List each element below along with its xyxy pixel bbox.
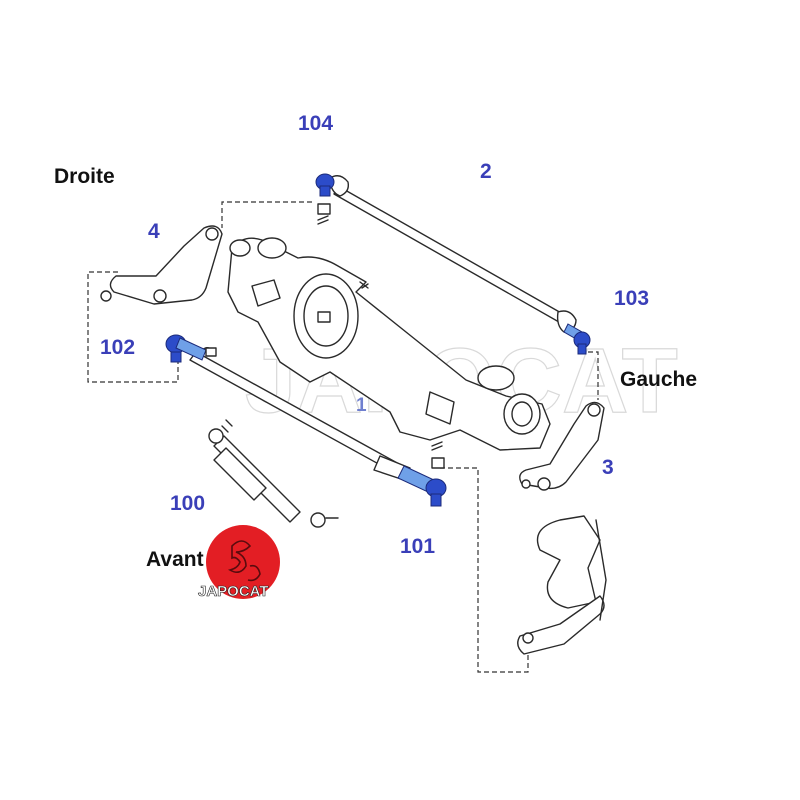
label-right-side: Droite	[54, 165, 115, 188]
connector-101	[440, 467, 529, 673]
dashed-connectors	[87, 201, 599, 673]
logo-mascot-icon	[227, 540, 252, 574]
label-part-4: 4	[148, 220, 160, 243]
ball-joint-102	[165, 334, 217, 363]
label-left-side: Gauche	[620, 368, 697, 391]
label-part-2: 2	[480, 160, 492, 183]
ball-joint-103	[563, 323, 591, 355]
label-part-100: 100	[170, 492, 205, 515]
label-front: Avant	[146, 548, 204, 571]
label-part-101: 101	[400, 535, 435, 558]
connector-104	[221, 201, 312, 228]
ball-joint-104	[315, 173, 335, 225]
arm-4	[100, 225, 223, 305]
label-part-102: 102	[100, 336, 135, 359]
label-part-3: 3	[602, 456, 614, 479]
connector-103	[588, 351, 599, 400]
axle-housing	[227, 237, 551, 451]
logo-text: JAPOCAT	[198, 583, 269, 600]
steering-knuckle	[517, 515, 607, 655]
ball-joint-101	[397, 441, 447, 507]
arm-3	[519, 401, 605, 491]
japocat-logo: JAPOCAT	[198, 525, 280, 600]
steering-damper-100	[208, 419, 339, 528]
logo-circle	[206, 525, 280, 599]
label-part-103: 103	[614, 287, 649, 310]
label-part-1: 1	[356, 395, 367, 416]
connector-102	[87, 271, 179, 383]
label-part-104: 104	[298, 112, 333, 135]
